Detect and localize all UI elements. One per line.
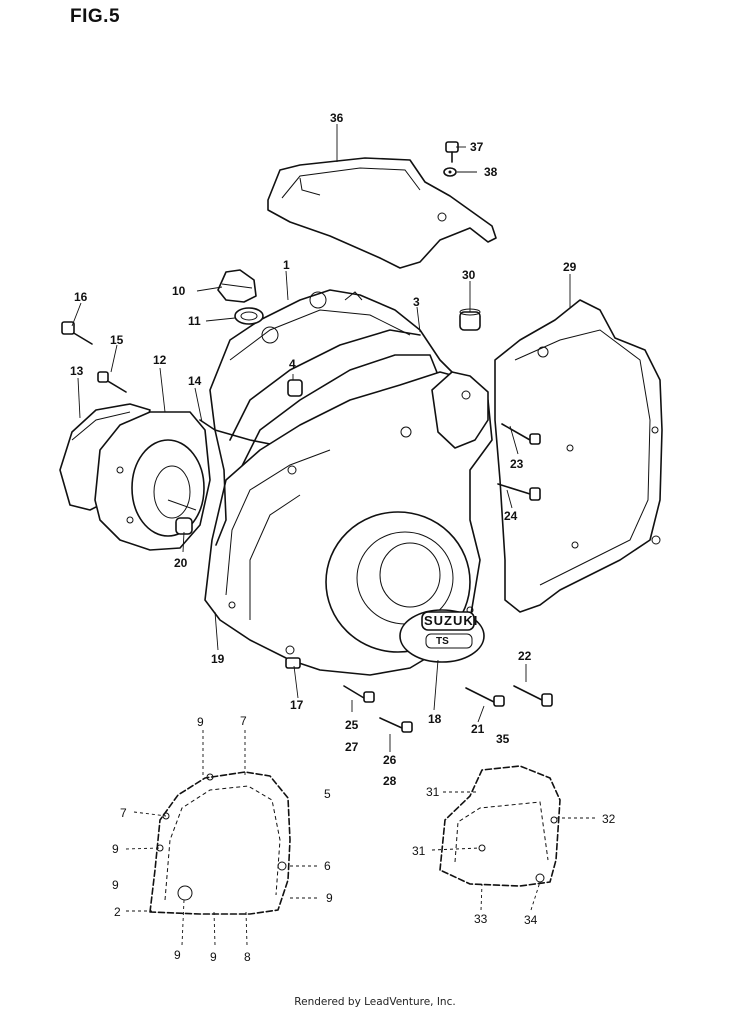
callout-23: 23 bbox=[510, 457, 524, 471]
callout-24: 24 bbox=[504, 509, 518, 523]
gasket-left-label-2: 2 bbox=[114, 905, 121, 919]
callout-29: 29 bbox=[563, 260, 577, 274]
gasket-left-lower bbox=[149, 771, 291, 915]
footer-credit: Rendered by LeadVenture, Inc. bbox=[294, 996, 456, 1008]
callout-28: 28 bbox=[383, 774, 397, 788]
screw-17 bbox=[285, 657, 301, 669]
figure-title: FIG.5 bbox=[70, 6, 121, 27]
gasket-left-label-9: 9 bbox=[197, 715, 204, 729]
right-crankcase-cover bbox=[494, 299, 663, 613]
top-cover-plate bbox=[267, 157, 497, 269]
gasket-14 bbox=[199, 419, 227, 546]
callout-19: 19 bbox=[211, 652, 225, 666]
callout-27: 27 bbox=[345, 740, 359, 754]
callout-15: 15 bbox=[110, 333, 124, 347]
gasket-right-lower bbox=[439, 765, 561, 887]
gasket-left-label-7b: 7 bbox=[120, 806, 127, 820]
dowel-20 bbox=[175, 517, 193, 535]
magneto-rotor-12 bbox=[94, 411, 211, 551]
bolt-26 bbox=[379, 717, 413, 733]
leader-lines bbox=[71, 124, 598, 946]
callout-36: 36 bbox=[330, 111, 344, 125]
dowel-pin-30 bbox=[459, 308, 481, 331]
callout-11: 11 bbox=[188, 314, 201, 328]
bolt-25 bbox=[343, 685, 375, 703]
gasket-right-label-31a: 31 bbox=[426, 785, 440, 799]
gasket-left-label-9c: 9 bbox=[112, 878, 119, 892]
callout-10: 10 bbox=[172, 284, 186, 298]
gasket-left-label-9f: 9 bbox=[210, 950, 217, 964]
callout-37: 37 bbox=[470, 140, 484, 154]
callout-12: 12 bbox=[153, 353, 167, 367]
callout-18: 18 bbox=[428, 712, 442, 726]
bolt-21 bbox=[465, 687, 505, 707]
bolt-22 bbox=[513, 685, 553, 707]
callout-21: 21 bbox=[471, 722, 485, 736]
callout-22: 22 bbox=[518, 649, 532, 663]
emblem-18 bbox=[399, 609, 485, 663]
gasket-left-label-5: 5 bbox=[324, 787, 331, 801]
callout-26: 26 bbox=[383, 753, 397, 767]
o-ring-11 bbox=[234, 307, 264, 325]
washer-38 bbox=[443, 167, 457, 177]
bolt-15 bbox=[97, 371, 127, 393]
callout-4: 4 bbox=[289, 357, 296, 371]
callout-13: 13 bbox=[70, 364, 84, 378]
gasket-left-label-8: 8 bbox=[244, 950, 251, 964]
callout-14: 14 bbox=[188, 374, 202, 388]
callout-1: 1 bbox=[283, 258, 290, 272]
callout-16: 16 bbox=[74, 290, 88, 304]
bolt-16 bbox=[61, 321, 93, 345]
bolt-24 bbox=[497, 483, 541, 501]
callout-17: 17 bbox=[290, 698, 304, 712]
gasket-right-label-33: 33 bbox=[474, 912, 488, 926]
gasket-right-label-31b: 31 bbox=[412, 844, 426, 858]
emblem-text-line2: TS bbox=[436, 636, 449, 647]
gasket-left-label-9d: 9 bbox=[326, 891, 333, 905]
bolt-23 bbox=[501, 423, 541, 445]
callout-20: 20 bbox=[174, 556, 188, 570]
oil-filler-cap-10 bbox=[217, 269, 257, 303]
gasket-right-label-34: 34 bbox=[524, 913, 538, 927]
callout-3: 3 bbox=[413, 295, 420, 309]
bolt-37 bbox=[445, 141, 459, 163]
gasket-left-label-6: 6 bbox=[324, 859, 331, 873]
callout-30: 30 bbox=[462, 268, 476, 282]
gasket-left-label-7: 7 bbox=[240, 714, 247, 728]
gasket-right-label-32: 32 bbox=[602, 812, 616, 826]
gasket-left-label-9e: 9 bbox=[174, 948, 181, 962]
emblem-text-line1: SUZUKI bbox=[424, 613, 479, 628]
callout-25: 25 bbox=[345, 718, 359, 732]
gasket-left-label-9b: 9 bbox=[112, 842, 119, 856]
callout-35: 35 bbox=[496, 732, 510, 746]
dowel-4 bbox=[287, 379, 303, 397]
callout-38: 38 bbox=[484, 165, 498, 179]
